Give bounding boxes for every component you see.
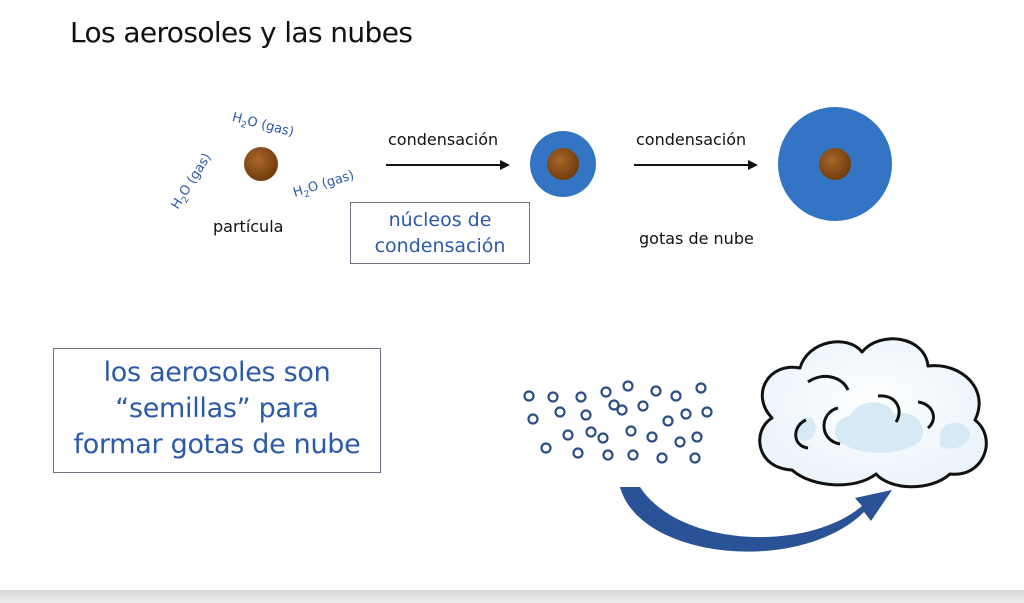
footer-bar	[0, 590, 1024, 603]
nuclei-box-line-1: núcleos de	[388, 209, 492, 231]
arrow-2-label: condensación	[636, 130, 747, 149]
aerosol-statement-box: los aerosoles son “semillas” para formar…	[53, 348, 381, 473]
particle-label: partícula	[213, 217, 284, 236]
aerosol-box-line-2: “semillas” para	[115, 393, 319, 424]
cloud-icon	[758, 337, 988, 489]
aerosol-box-line-1: los aerosoles son	[103, 357, 331, 388]
cloud-droplet-icon	[778, 107, 892, 221]
condensation-nucleus-icon	[530, 131, 596, 197]
particle-icon	[244, 147, 278, 181]
nuclei-box: núcleos de condensación	[350, 202, 530, 264]
droplet-label: gotas de nube	[639, 229, 754, 248]
page-title: Los aerosoles y las nubes	[70, 16, 413, 49]
arrow-1-label: condensación	[388, 130, 499, 149]
aerosol-particles-icon	[523, 380, 713, 464]
nuclei-box-line-2: condensación	[374, 235, 506, 257]
aerosol-box-line-3: formar gotas de nube	[73, 429, 361, 460]
curved-arrow-icon	[620, 487, 892, 552]
